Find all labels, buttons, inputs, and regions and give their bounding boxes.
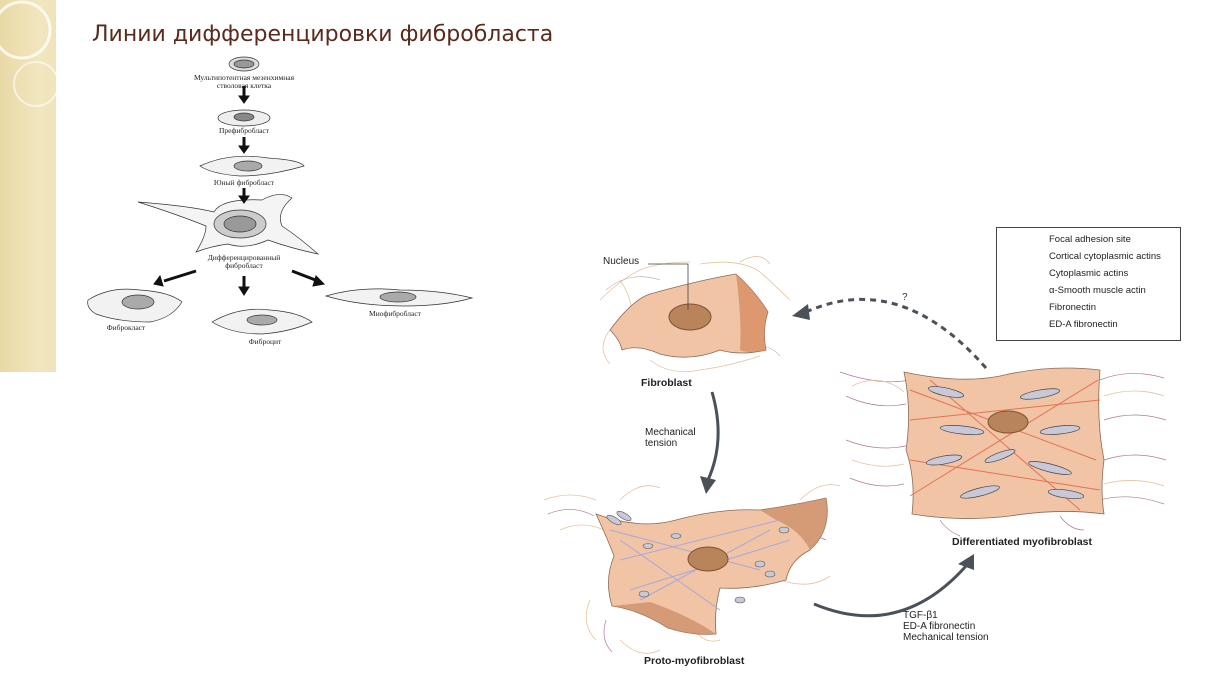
lineage-slide: Линии дифференцировки фибробласта: [0, 0, 553, 372]
differentiated-myofibroblast-cell: [839, 367, 1167, 537]
factor-tension: Mechanical tension: [903, 632, 989, 643]
label-differentiated-line1: Дифференцированный: [207, 253, 281, 262]
proto-myofibroblast-cell: [543, 484, 841, 654]
label-msc: Мультипотентная мезенхимная стволовая кл…: [182, 74, 306, 90]
arrow-down-3: [238, 188, 250, 204]
nucleus-label: Nucleus: [603, 256, 640, 267]
label-prefibroblast: Префибробласт: [218, 126, 270, 135]
differentiated-nucleus: [987, 410, 1029, 434]
factors-label: TGF-β1 ED-A fibronectin Mechanical tensi…: [903, 610, 989, 643]
label-msc-line2: стволовая клетка: [216, 81, 272, 90]
factor-tgf: TGF-β1: [903, 610, 938, 621]
legend: Focal adhesion site Cortical cytoplasmic…: [996, 227, 1181, 341]
legend-item-smooth-muscle-actin: α-Smooth muscle actin: [1049, 285, 1146, 296]
label-fibrocyte: Фиброцит: [248, 337, 282, 346]
fibroblast-cell: [599, 256, 791, 373]
label-differentiated: Дифференцированный фибробласт: [198, 254, 290, 270]
mechanical-tension-line2: tension: [645, 438, 678, 449]
fibroblast-nucleus: [668, 303, 712, 331]
label-msc-line1: Мультипотентная мезенхимная: [193, 73, 295, 82]
proto-nucleus: [687, 546, 729, 572]
legend-item-ed-a-fibronectin: ED-A fibronectin: [1049, 319, 1118, 330]
arrow-left-diag: [153, 269, 197, 287]
label-differentiated-line2: фибробласт: [225, 261, 263, 270]
fibroblast-label: Fibroblast: [641, 377, 692, 389]
mechanical-tension-line1: Mechanical: [645, 427, 696, 438]
legend-item-cytoplasmic-actins: Cytoplasmic actins: [1049, 268, 1129, 279]
legend-item-fibronectin: Fibronectin: [1049, 302, 1096, 313]
arrow-down-4: [238, 276, 250, 296]
lineage-drawing: [87, 56, 474, 335]
slide-title: Линии дифференцировки фибробласта: [92, 22, 554, 47]
label-young-fibroblast: Юный фибробласт: [213, 178, 275, 187]
label-fibroclast: Фиброкласт: [106, 323, 146, 332]
question-mark: ?: [902, 292, 908, 303]
arrow-tgf-beta: [813, 554, 974, 618]
arrow-down-1: [238, 86, 250, 104]
legend-item-focal-adhesion: Focal adhesion site: [1049, 234, 1131, 245]
factor-eda: ED-A fibronectin: [903, 621, 976, 632]
arrow-dashed-reversion: [792, 298, 988, 369]
differentiated-myofibroblast-label: Differentiated myofibroblast: [952, 536, 1093, 548]
mechanical-tension-label: Mechanical tension: [645, 427, 696, 449]
label-myofibroblast: Миофибробласт: [369, 309, 421, 318]
proto-myofibroblast-label: Proto-myofibroblast: [644, 655, 745, 667]
decorative-strip: [0, 0, 59, 372]
arrow-mechanical-tension: [700, 391, 720, 494]
arrow-right-diag: [291, 269, 326, 287]
legend-item-cortical-actins: Cortical cytoplasmic actins: [1049, 251, 1161, 262]
arrow-down-2: [238, 137, 250, 154]
